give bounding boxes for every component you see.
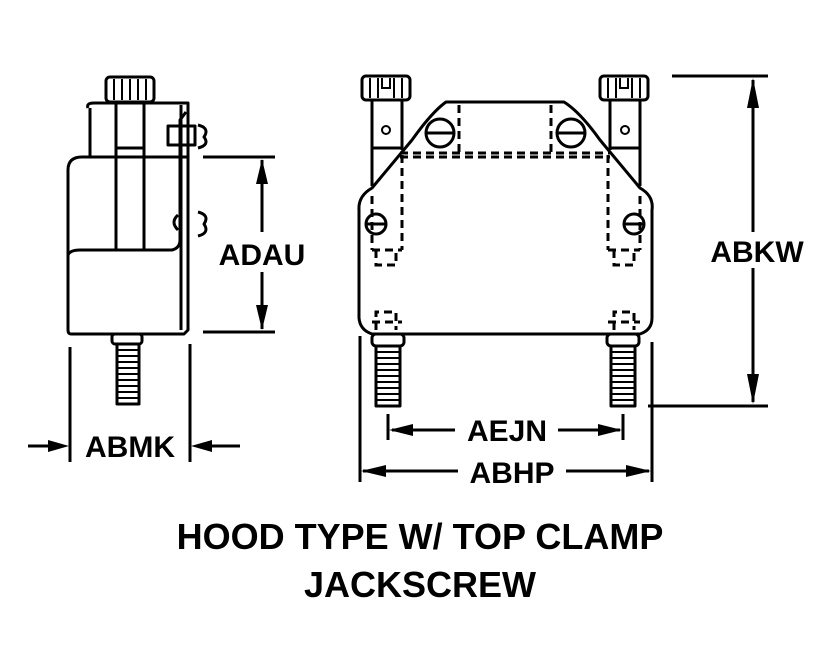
dimension-adau: ADAU <box>203 155 306 334</box>
label-aejn: AEJN <box>467 415 547 448</box>
caption-line-1: HOOD TYPE W/ TOP CLAMP <box>176 516 664 557</box>
side-body <box>66 101 190 336</box>
label-abmk: ABMK <box>85 431 175 464</box>
front-view: AEJN ABHP ABKW <box>357 74 804 490</box>
side-screw-head-mid <box>197 210 208 238</box>
label-abhp: ABHP <box>469 457 554 490</box>
label-abkw: ABKW <box>710 236 804 269</box>
hidden-lines <box>370 105 642 330</box>
hood-screw-top-left <box>424 117 456 149</box>
label-adau: ADAU <box>219 239 306 272</box>
hood-screw-left <box>364 212 388 236</box>
side-knob-knurl <box>113 79 147 100</box>
front-hood <box>357 100 654 336</box>
dimension-abhp: ABHP <box>358 336 654 490</box>
side-clamp-screw <box>166 124 197 147</box>
caption-line-2: JACKSCREW <box>303 564 536 605</box>
front-knob-left <box>360 74 412 102</box>
hood-screw-right <box>622 212 646 236</box>
side-view: ADAU ABMK <box>28 75 306 464</box>
dimension-abmk: ABMK <box>28 344 240 464</box>
dimension-aejn: AEJN <box>386 414 625 448</box>
side-screw-head-top <box>197 123 208 150</box>
dimension-abkw: ABKW <box>648 74 804 408</box>
front-knob-right <box>598 74 650 102</box>
hood-screw-top-right <box>555 117 587 149</box>
